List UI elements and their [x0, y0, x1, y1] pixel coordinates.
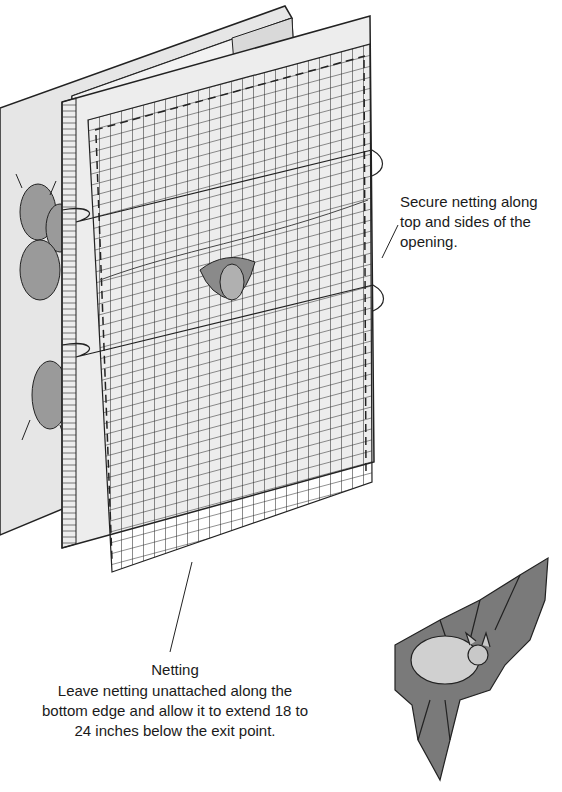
bat-in-netting: [200, 258, 255, 301]
callout-heading: Netting: [40, 660, 310, 680]
netting: [88, 44, 372, 572]
callout-note: Secure netting along top and sides of th…: [400, 192, 558, 252]
flying-bat: [395, 558, 548, 780]
callout-note: Leave netting unattached along the botto…: [40, 681, 310, 741]
leader-line: [170, 562, 192, 652]
leader-line: [382, 225, 398, 258]
